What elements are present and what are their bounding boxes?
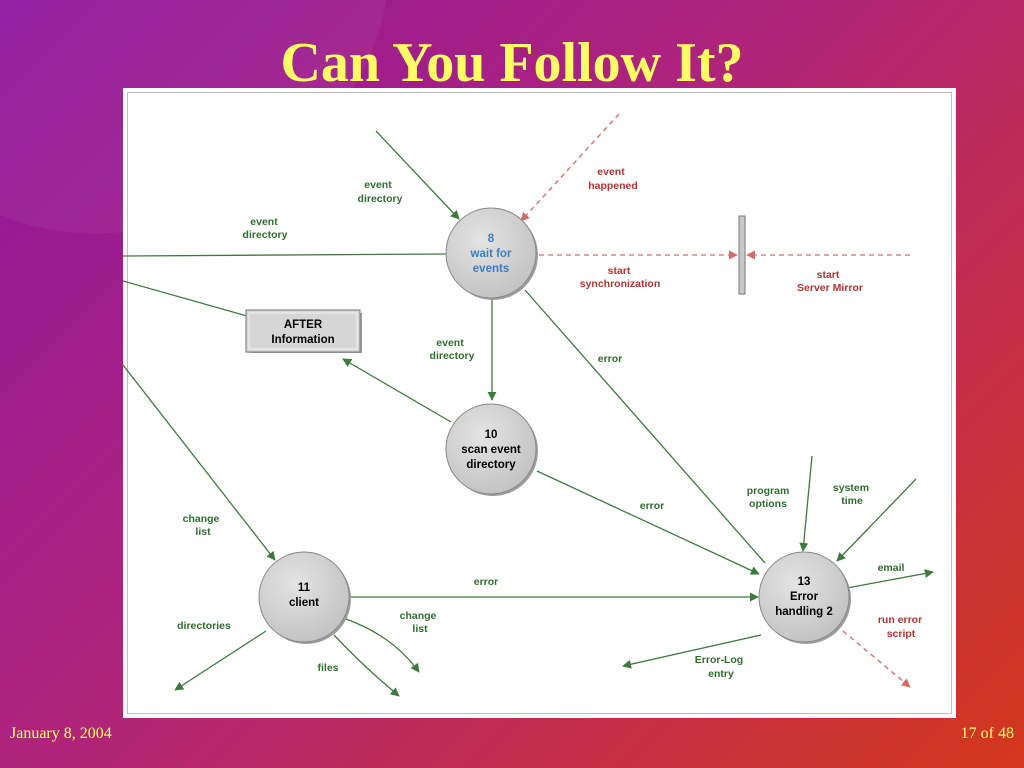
diagram-frame	[127, 92, 952, 714]
label-event-directory-mid-1: event	[436, 337, 464, 349]
flow-run-error-script	[842, 630, 911, 688]
node-10-line3: directory	[466, 459, 516, 471]
label-system-time-1: system	[833, 482, 869, 494]
label-error-log-1: Error-Log	[695, 654, 743, 666]
label-start-mirror-2: Server Mirror	[797, 282, 863, 294]
label-error-log-2: entry	[708, 668, 734, 680]
label-change-list-right-2: list	[412, 623, 428, 635]
flow-10-error	[536, 470, 760, 575]
flow-10-to-after	[342, 358, 452, 423]
label-email: email	[878, 562, 905, 574]
process-node-10: 10 scan event directory	[445, 403, 538, 496]
label-event-directory-top-1: event	[364, 179, 392, 191]
node-11-id: 11	[298, 582, 311, 594]
label-change-list-left-2: list	[195, 526, 211, 538]
node-8-line3: events	[473, 263, 509, 275]
node-13-line2: Error	[790, 591, 819, 603]
label-files: files	[317, 662, 338, 674]
flow-system-time	[836, 478, 917, 562]
flow-program-options	[799, 455, 813, 552]
store-label-line2: Information	[271, 334, 334, 346]
label-event-happened-2: happened	[588, 180, 638, 192]
flow-event-directory-left	[123, 253, 447, 257]
label-start-sync-1: start	[608, 265, 631, 277]
label-start-mirror-1: start	[817, 269, 840, 281]
flow-left-to-after	[123, 280, 248, 317]
label-system-time-2: time	[841, 495, 863, 507]
label-event-directory-left-1: event	[250, 216, 278, 228]
footer-page-number: 17 of 48	[960, 725, 1014, 742]
label-error-10-13: error	[640, 500, 665, 512]
label-event-directory-left-2: directory	[243, 229, 288, 241]
process-node-8: 8 wait for events	[445, 207, 538, 300]
node-13-id: 13	[798, 576, 811, 588]
label-change-list-right-1: change	[400, 610, 437, 622]
node-11-line2: client	[289, 597, 319, 609]
sync-bar	[738, 215, 746, 295]
process-node-13: 13 Error handling 2	[758, 551, 851, 644]
node-10-id: 10	[485, 429, 498, 441]
slide-title: Can You Follow It?	[280, 32, 744, 94]
flow-left-to-11	[123, 364, 276, 561]
label-run-error-script-2: script	[887, 628, 916, 640]
flow-directories	[174, 630, 267, 691]
flow-change-list	[345, 618, 420, 673]
process-node-11: 11 client	[258, 551, 351, 644]
label-change-list-left-1: change	[183, 513, 220, 525]
label-start-sync-2: synchronization	[580, 278, 661, 290]
flow-event-directory-in	[375, 130, 460, 220]
diagram-panel: AFTER Information 8 wait for events 10 s…	[123, 88, 956, 718]
node-13-line3: handling 2	[775, 606, 833, 618]
flow-error-log	[622, 634, 762, 669]
after-information-store: AFTER Information	[245, 309, 362, 353]
node-8-line2: wait for	[470, 248, 512, 260]
flow-labels: event directory event directory event ha…	[177, 166, 922, 680]
label-event-directory-top-2: directory	[358, 193, 403, 205]
flow-files	[333, 634, 400, 697]
flow-event-happened	[520, 113, 620, 222]
store-label-line1: AFTER	[284, 319, 323, 331]
node-10-line2: scan event	[461, 444, 521, 456]
label-event-happened-1: event	[597, 166, 625, 178]
label-program-options-1: program	[747, 485, 790, 497]
label-event-directory-mid-2: directory	[430, 350, 475, 362]
flow-8-error	[524, 289, 766, 564]
node-8-id: 8	[488, 233, 495, 245]
data-flow-diagram: AFTER Information 8 wait for events 10 s…	[123, 113, 934, 697]
footer-date: January 8, 2004	[10, 725, 112, 742]
flow-email	[846, 569, 934, 589]
label-error-11-13: error	[474, 576, 499, 588]
label-program-options-2: options	[749, 498, 787, 510]
label-error-8-13: error	[598, 353, 623, 365]
label-run-error-script-1: run error	[878, 614, 922, 626]
label-directories: directories	[177, 620, 231, 632]
